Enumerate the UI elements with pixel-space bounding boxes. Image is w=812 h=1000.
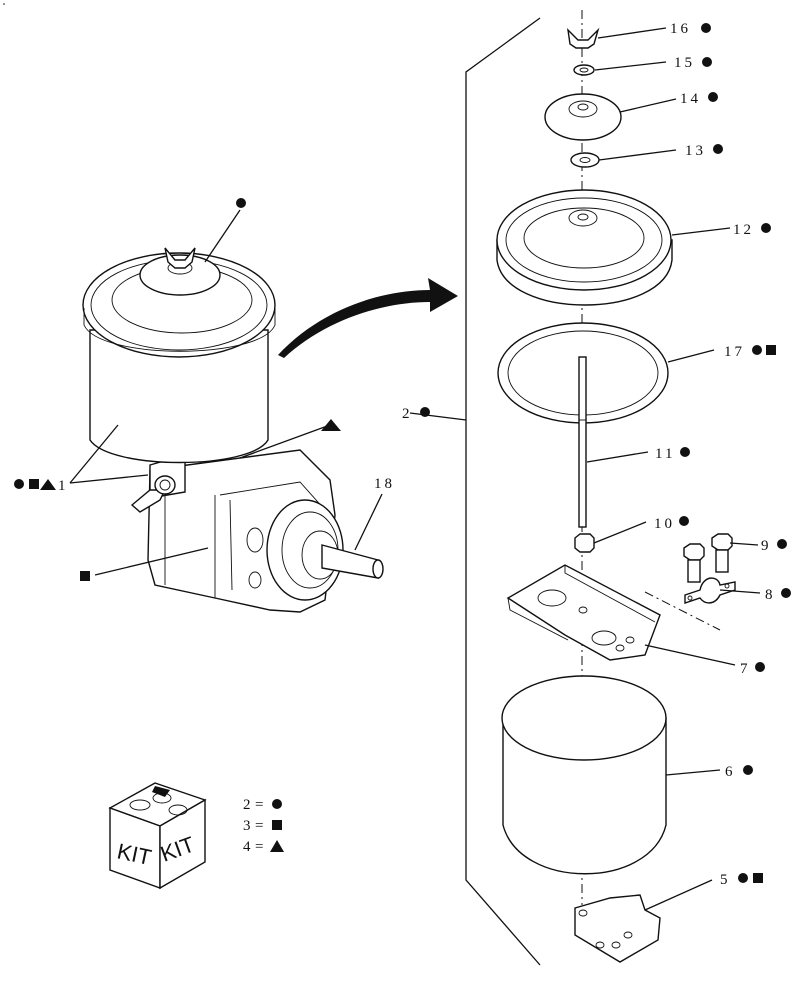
legend-triangle-icon <box>270 840 284 852</box>
circle-marker <box>14 479 24 489</box>
callout-15: 15 <box>674 55 695 71</box>
circle-marker <box>777 539 787 549</box>
exploded-parts <box>496 27 736 963</box>
circle-marker <box>781 588 791 598</box>
callout-7: 7 <box>740 661 751 677</box>
callout-14: 14 <box>680 91 701 107</box>
part-canister-6 <box>502 717 667 875</box>
legend-num-4: 4 <box>243 839 254 855</box>
square-marker <box>766 345 776 355</box>
part-clamp-8 <box>684 577 736 604</box>
square-marker <box>29 479 39 489</box>
callout-11: 11 <box>655 446 675 462</box>
right-leaders <box>409 27 761 911</box>
circle-marker <box>420 407 430 417</box>
callout-16: 16 <box>670 21 691 37</box>
legend-square-icon <box>272 820 282 830</box>
circle-marker <box>761 223 771 233</box>
part-washer-15 <box>573 64 595 76</box>
circle-marker <box>738 873 748 883</box>
circle-marker <box>708 92 718 102</box>
callout-10: 10 <box>654 516 675 532</box>
part-base-plate-5 <box>574 894 661 963</box>
callout-12: 12 <box>733 222 754 238</box>
callout-13: 13 <box>685 143 706 159</box>
callout-5: 5 <box>720 872 731 888</box>
kit-legend: 2 = 3 = 4 = <box>243 797 284 855</box>
legend-circle-icon <box>272 799 282 809</box>
circle-marker <box>755 662 765 672</box>
callout-17: 17 <box>724 344 745 360</box>
part-washer-13 <box>570 152 600 168</box>
callout-18: 18 <box>374 476 395 492</box>
circle-marker <box>679 516 689 526</box>
circle-marker <box>743 765 753 775</box>
part-bolts-9 <box>683 533 733 583</box>
callout-8: 8 <box>765 587 776 603</box>
triangle-marker <box>40 479 56 490</box>
legend-eq-2: = <box>255 797 266 813</box>
kit-box: KIT KIT <box>108 782 207 890</box>
circle-marker <box>752 345 762 355</box>
circle-marker <box>713 144 723 154</box>
square-marker <box>80 571 90 581</box>
circle-marker <box>236 198 246 208</box>
corner-dot <box>3 3 5 5</box>
assembled-pump <box>82 247 458 613</box>
callout-1: 1 <box>58 478 69 494</box>
callout-2: 2 <box>402 406 413 422</box>
part-wing-nut <box>567 27 600 49</box>
circle-marker <box>680 447 690 457</box>
left-callouts: 1 18 <box>14 198 395 581</box>
legend-num-2: 2 <box>243 797 254 813</box>
legend-eq-4: = <box>255 839 266 855</box>
callout-9: 9 <box>761 538 772 554</box>
triangle-marker <box>321 419 341 431</box>
part-nut-10 <box>574 533 595 553</box>
circle-marker <box>702 57 712 67</box>
circle-marker <box>701 23 711 33</box>
right-callouts: 16 15 14 13 12 17 2 11 10 9 8 7 6 5 <box>402 21 791 888</box>
part-rod-11 <box>578 356 587 528</box>
exploded-bracket <box>465 17 541 966</box>
square-marker <box>753 873 763 883</box>
legend-eq-3: = <box>255 818 266 834</box>
legend-num-3: 3 <box>243 818 254 834</box>
callout-6: 6 <box>725 764 736 780</box>
